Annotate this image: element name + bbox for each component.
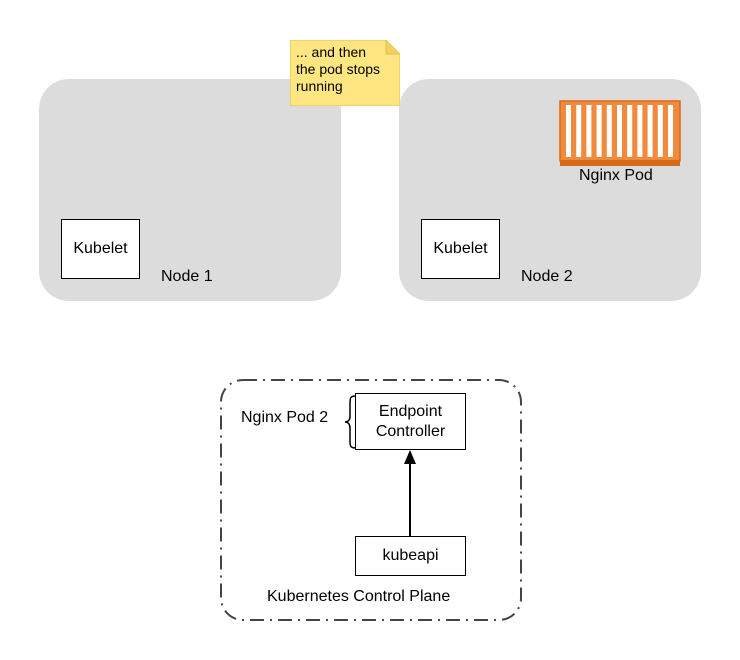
endpoint-controller-box[interactable]: Endpoint Controller [355, 393, 466, 450]
node-1-label: Node 1 [161, 268, 213, 285]
kubeapi-box[interactable]: kubeapi [355, 536, 466, 576]
sticky-note-icon [290, 40, 400, 106]
node-2-kubelet-label: Kubelet [433, 240, 488, 257]
control-plane-title: Kubernetes Control Plane [267, 588, 451, 605]
node-1-kubelet-label: Kubelet [73, 240, 128, 257]
nginx-pod-2-annotation: Nginx Pod 2 [241, 409, 329, 426]
sticky-note-text: ... and then the pod stops running [296, 44, 381, 94]
sticky-note: ... and then the pod stops running [290, 40, 400, 106]
node-1-kubelet-box[interactable]: Kubelet [61, 219, 140, 279]
node-2-label: Node 2 [521, 268, 573, 285]
node-2-kubelet-box[interactable]: Kubelet [421, 219, 500, 279]
nginx-pod-label: Nginx Pod [579, 167, 653, 184]
kubeapi-label: kubeapi [382, 547, 439, 564]
endpoint-controller-label: Endpoint Controller [375, 402, 446, 440]
